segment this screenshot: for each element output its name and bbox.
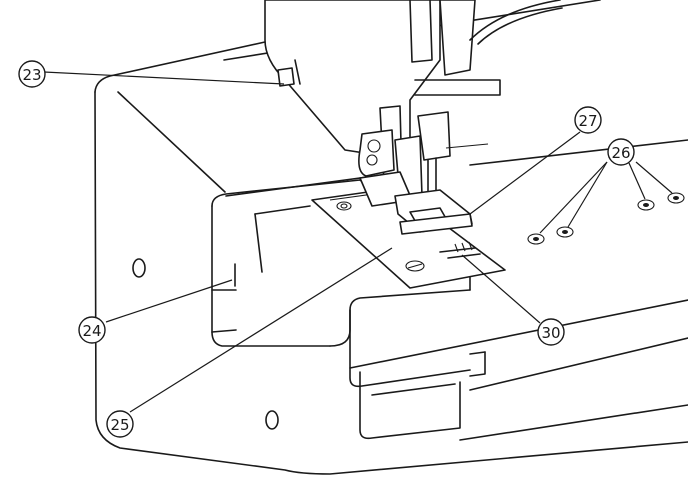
callout-25: 25 bbox=[106, 410, 134, 438]
callout-23-label: 23 bbox=[22, 66, 41, 84]
callout-24: 24 bbox=[78, 316, 106, 344]
callout-24-label: 24 bbox=[82, 322, 101, 340]
machine-head bbox=[264, 0, 563, 161]
callout-30-label: 30 bbox=[541, 324, 560, 342]
callout-30: 30 bbox=[537, 318, 565, 346]
callout-23: 23 bbox=[18, 60, 46, 88]
callout-27-label: 27 bbox=[578, 112, 597, 130]
callout-27: 27 bbox=[574, 106, 602, 134]
accessory-holes bbox=[527, 192, 685, 245]
presser-foot-assembly bbox=[358, 105, 489, 235]
sewing-surface bbox=[254, 205, 311, 273]
leader-lines bbox=[43, 71, 673, 413]
callout-25-label: 25 bbox=[110, 416, 129, 434]
callout-26: 26 bbox=[607, 138, 635, 166]
callout-26-label: 26 bbox=[611, 144, 630, 162]
